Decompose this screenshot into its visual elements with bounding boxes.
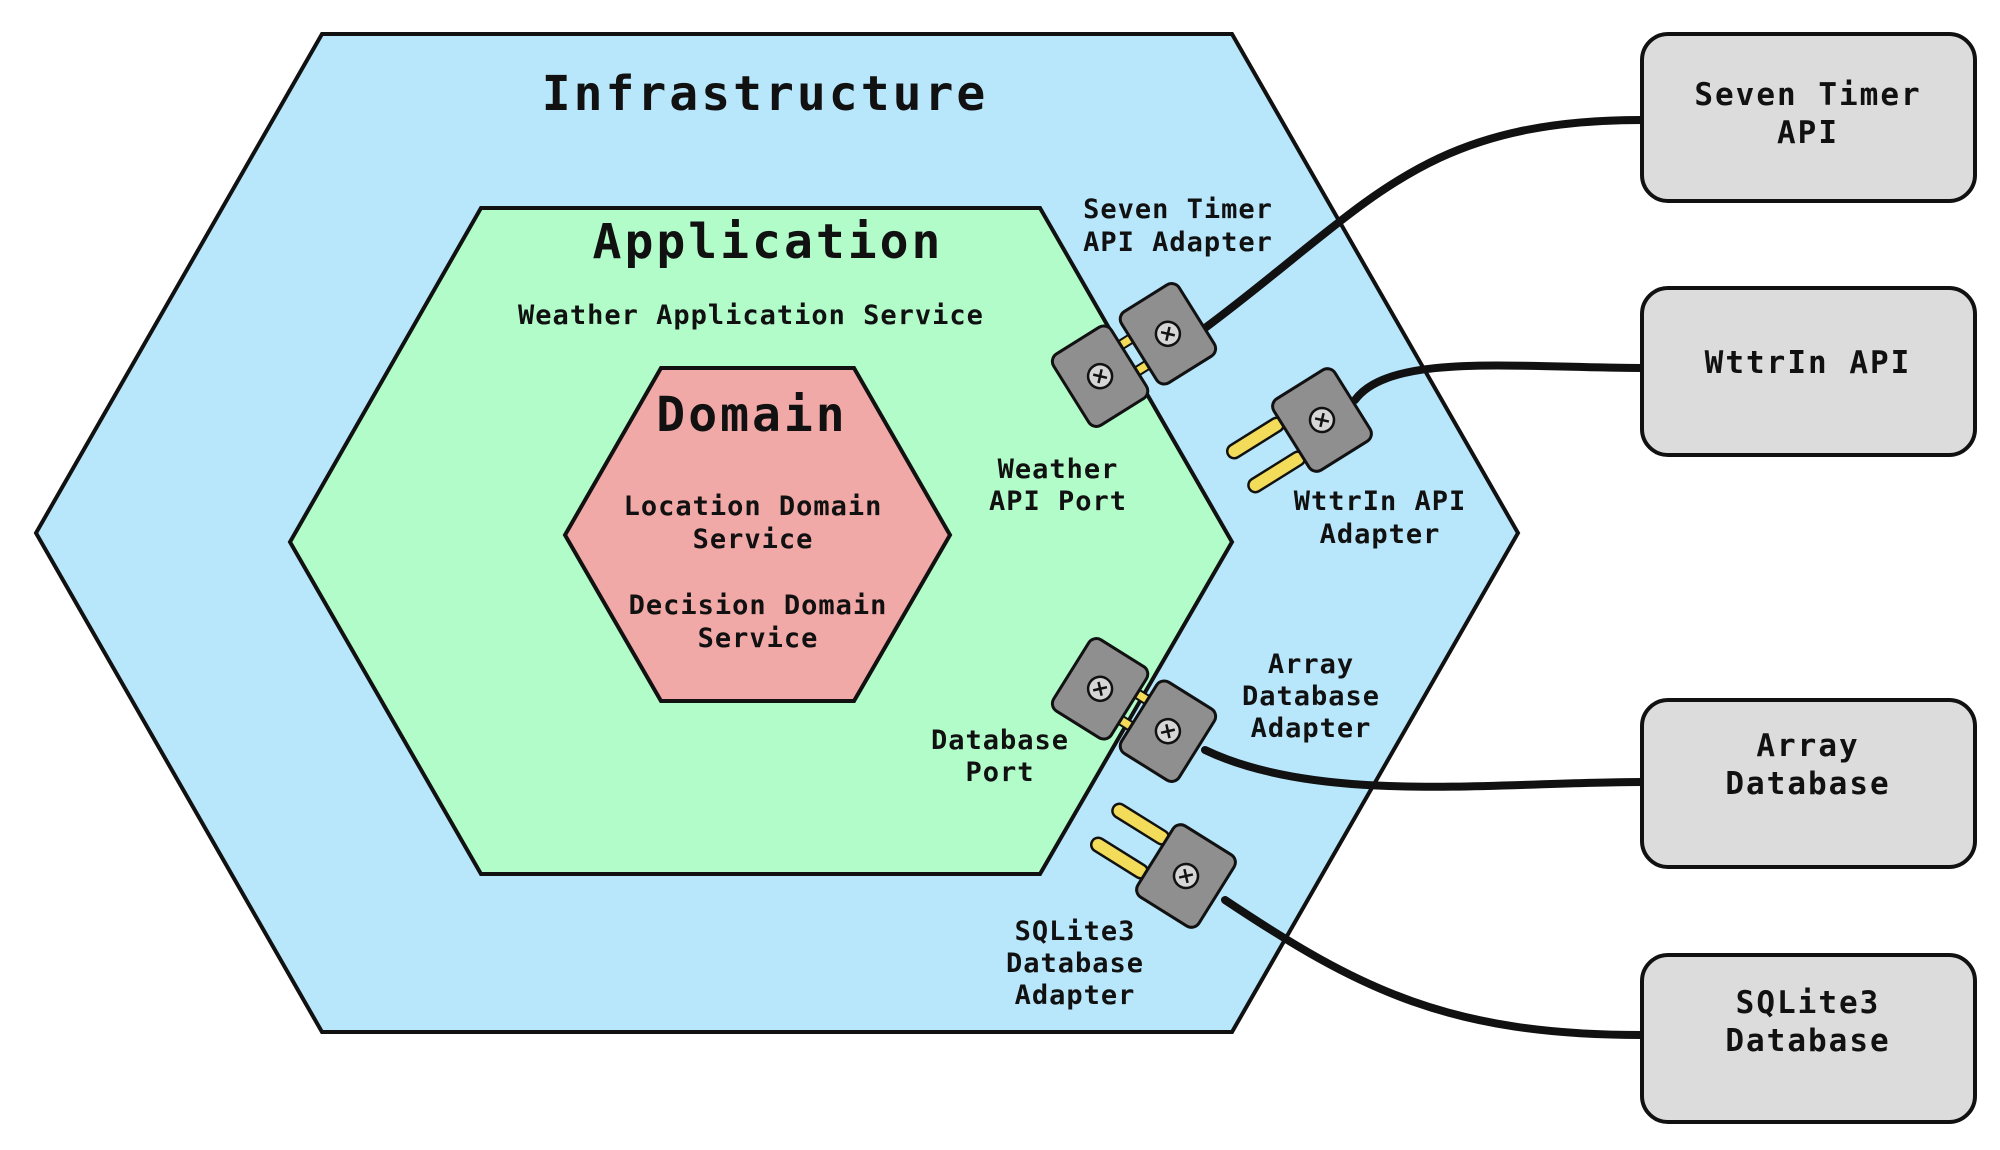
screw-cross-icon <box>1314 412 1330 428</box>
array-database-line2: Database <box>1725 766 1890 802</box>
location-domain-service: Location Domain Service <box>624 491 883 555</box>
seven-timer-api-line2: API <box>1777 115 1839 151</box>
sqlite3-database-box: SQLite3 Database <box>1640 953 1977 1124</box>
location-domain-service-line1: Location Domain <box>624 491 883 522</box>
array-adapter-line3: Adapter <box>1251 713 1372 744</box>
array-database-line1: Array <box>1756 728 1859 764</box>
screw-cross-icon <box>1160 724 1176 739</box>
wttrin-cable <box>1351 361 1646 404</box>
database-port-label: Database Port <box>931 725 1069 788</box>
screw-cross-icon <box>1178 868 1194 884</box>
seven-timer-adapter-line2: API Adapter <box>1083 227 1273 258</box>
weather-api-port-line1: Weather <box>998 454 1119 485</box>
weather-api-port-label: Weather API Port <box>989 454 1127 517</box>
database-port-line1: Database <box>931 725 1069 756</box>
wttrin-adapter-plug <box>1225 367 1373 494</box>
decision-domain-service-line2: Service <box>698 623 819 654</box>
seven-timer-adapter-line1: Seven Timer <box>1083 194 1273 225</box>
sqlite3-adapter-plug <box>1089 802 1237 929</box>
sqlite3-adapter-line2: Database <box>1006 948 1144 979</box>
decision-domain-service: Decision Domain Service <box>629 590 888 654</box>
wttrin-adapter-line1: WttrIn API <box>1294 486 1467 517</box>
application-title: Application <box>593 214 944 270</box>
array-adapter-line2: Database <box>1242 681 1380 712</box>
weather-api-port-connector <box>1050 282 1218 428</box>
seven-timer-api-box: Seven Timer API <box>1640 32 1977 203</box>
screw-cross-icon <box>1092 681 1108 696</box>
sqlite3-database-cable <box>1221 896 1646 1039</box>
array-database-box: Array Database <box>1640 698 1977 869</box>
screw-cross-icon <box>1092 369 1108 384</box>
location-domain-service-line2: Service <box>693 524 814 555</box>
seven-timer-api-line1: Seven Timer <box>1694 77 1921 113</box>
array-database-adapter-label: Array Database Adapter <box>1242 649 1380 744</box>
array-database-cable <box>1201 746 1646 791</box>
database-port-connector <box>1050 637 1218 783</box>
wttrin-adapter-label: WttrIn API Adapter <box>1294 486 1467 550</box>
infrastructure-title: Infrastructure <box>542 66 989 122</box>
domain-hexagon <box>562 366 953 703</box>
wttrin-api-line1: WttrIn API <box>1705 345 1912 381</box>
sqlite3-database-adapter-label: SQLite3 Database Adapter <box>1006 916 1144 1011</box>
array-adapter-line1: Array <box>1268 649 1354 680</box>
sqlite3-adapter-line3: Adapter <box>1015 980 1136 1011</box>
screw-cross-icon <box>1160 326 1176 341</box>
sqlite3-adapter-line1: SQLite3 <box>1015 916 1136 947</box>
domain-title: Domain <box>656 387 847 443</box>
database-port-line2: Port <box>965 757 1034 788</box>
wttrin-api-box: WttrIn API <box>1640 286 1977 457</box>
seven-timer-cable <box>1201 116 1646 332</box>
wttrin-adapter-line2: Adapter <box>1320 519 1441 550</box>
seven-timer-adapter-label: Seven Timer API Adapter <box>1083 194 1273 258</box>
application-service-label: Weather Application Service <box>518 300 984 331</box>
decision-domain-service-line1: Decision Domain <box>629 590 888 621</box>
sqlite3-database-line2: Database <box>1725 1023 1890 1059</box>
weather-api-port-line2: API Port <box>989 486 1127 517</box>
sqlite3-database-line1: SQLite3 <box>1736 985 1881 1021</box>
